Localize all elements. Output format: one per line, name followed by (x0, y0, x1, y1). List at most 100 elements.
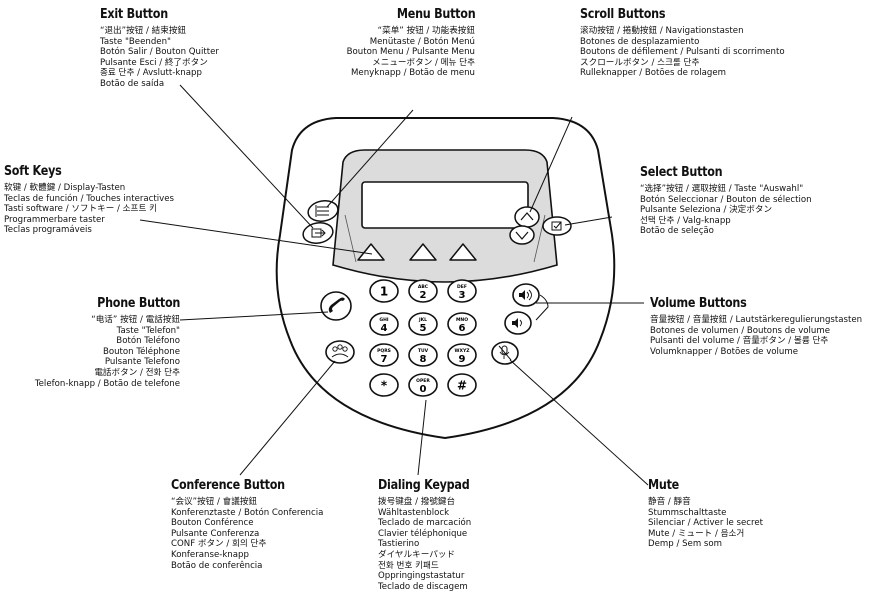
key-digit: 3 (459, 290, 466, 301)
exit-button[interactable] (301, 221, 334, 246)
menu-button[interactable] (306, 199, 339, 224)
soft-key-right[interactable] (449, 243, 477, 261)
callout-line: Clavier téléphonique (378, 528, 468, 539)
callout-line: CONF ボタン / 회의 단추 (171, 539, 267, 550)
callout-line: Programmerbare taster (4, 214, 105, 225)
leader-mute (509, 359, 649, 486)
callout-line: Volumknapper / Botões de volume (650, 346, 799, 357)
key-letters: TUV (418, 348, 429, 354)
callout-line: Telefon-knapp / Botão de telefone (34, 378, 180, 389)
mute-icon (498, 345, 512, 361)
key-digit: * (381, 379, 388, 393)
callout-line: 滚动按钮 / 捲動按鈕 / Navigationstasten (580, 26, 744, 36)
callout-line: Oppringingstastatur (378, 571, 465, 582)
callout-line: Botão de conferência (171, 560, 263, 571)
chevron-down-icon (515, 231, 529, 240)
leader-scroll (529, 116, 573, 213)
phone-button[interactable] (320, 291, 352, 321)
callout-line: Taste "Beenden" (100, 36, 171, 47)
conference-button-title: Conference Button (171, 478, 285, 493)
volume-buttons-lines: 音量按钮 / 音量按鈕 / Lautstärkeregulierungstast… (650, 315, 862, 357)
callout-line: 종료 단추 / Avslutt-knapp (100, 68, 202, 79)
soft-key-left[interactable] (357, 243, 385, 261)
select-button[interactable] (542, 216, 572, 236)
callout-line: Pulsante Conferenza (171, 528, 260, 539)
conference-button[interactable] (325, 340, 355, 364)
key-pound[interactable]: # (447, 373, 477, 397)
key-digit: 4 (381, 323, 388, 334)
callout-line: Pulsanti del volume / 音量ボタン / 볼륨 단추 (650, 336, 829, 347)
callout-line: 電話ボタン / 전화 단추 (94, 367, 180, 378)
callout-line: Taste "Telefon" (116, 325, 180, 336)
display-screen (361, 181, 529, 229)
bezel-line (344, 214, 357, 263)
callout-line: Botão de saída (100, 78, 165, 89)
exit-icon (311, 228, 326, 238)
exit-button-title: Exit Button (100, 7, 168, 22)
key-digit: 2 (420, 290, 427, 301)
key-digit: 1 (380, 285, 388, 299)
key-star[interactable]: * (369, 373, 399, 397)
dialing-keypad-title: Dialing Keypad (378, 478, 470, 493)
callout-line: Botão de seleção (640, 226, 714, 237)
key-letters: DEF (457, 284, 467, 290)
mute-button[interactable] (491, 341, 519, 365)
volume-up-button[interactable] (512, 283, 540, 307)
callout-line: Botón Salir / Bouton Quitter (100, 47, 219, 58)
soft-key-middle[interactable] (409, 243, 437, 261)
volume-up-icon (519, 289, 532, 301)
callout-line: Botón Teléfono (116, 336, 180, 347)
callout-line: 拨号键盘 / 撥號鍵台 (378, 497, 456, 507)
callout-line: Mute / ミュート / 음소거 (648, 528, 745, 539)
scroll-up-button[interactable] (514, 206, 540, 228)
key-digit: # (457, 379, 467, 393)
select-icon (551, 221, 562, 231)
callout-line: Pulsante Seleziona / 決定ボタン (640, 205, 773, 216)
leader-keypad (417, 399, 427, 476)
callout-line: Teclado de discagem (378, 581, 468, 592)
volume-down-button[interactable] (504, 311, 532, 335)
leader-soft-keys (139, 219, 373, 255)
mute-title: Mute (648, 478, 679, 493)
callout-line: Wähltastenblock (378, 507, 450, 518)
key-1[interactable]: 1 (369, 279, 399, 303)
callout-line: Botones de volumen / Boutons de volume (650, 325, 831, 336)
key-letters: MNO (456, 317, 468, 323)
scroll-down-button[interactable] (509, 225, 535, 245)
select-button-title: Select Button (640, 165, 723, 180)
key-digit: 6 (459, 323, 466, 334)
volume-buttons-title: Volume Buttons (650, 296, 747, 311)
callout-line: メニューボタン / 메뉴 단추 (372, 57, 475, 68)
callout-line: Teclado de marcación (378, 518, 472, 529)
callout-line: Konferanse-knapp (171, 549, 249, 560)
callout-line: Boutons de défilement / Pulsanti di scor… (580, 47, 785, 58)
callout-line: Pulsante Telefono (104, 357, 180, 368)
callout-line: Stummschalttaste (648, 507, 727, 518)
leader-exit (179, 84, 314, 229)
chevron-up-icon (520, 212, 534, 221)
callout-line: Botones de desplazamiento (580, 36, 700, 47)
soft-keys-title: Soft Keys (4, 164, 62, 179)
key-digit: 0 (420, 384, 427, 395)
leader-lines (139, 84, 649, 486)
callout-line: Tasti software / ソフトキー / 소프트 키 (4, 204, 158, 215)
